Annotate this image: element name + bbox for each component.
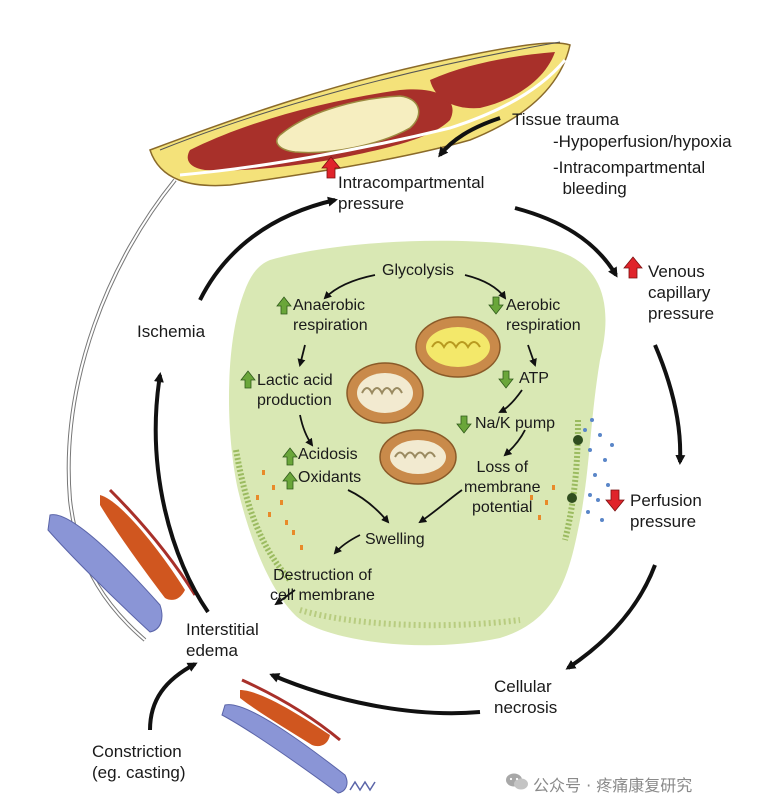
outer-cycle-arrows [148, 116, 686, 731]
hypoperfusion-label: -Hypoperfusion/hypoxia [553, 132, 732, 151]
extracellular-particles [583, 418, 614, 522]
green-up-arrow-lactic [240, 370, 256, 389]
loss-membrane-potential-label: Loss of membrane potential [464, 459, 541, 516]
red-up-arrow-pressure [321, 156, 341, 179]
lactic-acid-label: Lactic acid production [257, 372, 333, 409]
constriction-label: Constriction (eg. casting) [92, 742, 186, 782]
green-down-arrow-pump [456, 415, 472, 434]
red-up-arrow-venous [623, 256, 643, 279]
vessel-muscle-left [47, 488, 197, 633]
acidosis-label: Acidosis [298, 446, 358, 463]
cell-membrane-left [233, 449, 293, 583]
glycolysis-label: Glycolysis [382, 262, 455, 279]
na-k-pump-label: Na/K pump [475, 415, 556, 432]
red-down-arrow-perfusion [605, 489, 625, 512]
oxidants-label: Oxidants [298, 469, 362, 486]
green-up-arrow-anaerobic [276, 296, 292, 315]
green-down-arrow-aerobic [488, 296, 504, 315]
atp-label: ATP [519, 370, 549, 387]
venous-capillary-pressure-label: Venous capillary pressure [648, 262, 715, 323]
watermark-text: 公众号 · 疼痛康复研究 [533, 776, 693, 795]
green-down-arrow-atp [498, 370, 514, 389]
tissue-trauma-label: Tissue trauma [512, 110, 620, 129]
inner-arrows [274, 274, 537, 606]
intracompartmental-bleeding-label: -Intracompartmental bleeding [553, 158, 706, 198]
ion-particles [256, 470, 555, 550]
interstitial-edema-label: Interstitial edema [186, 620, 259, 660]
perfusion-pressure-label: Perfusion pressure [630, 491, 702, 531]
vessel-muscle-bottom [221, 678, 376, 794]
destruction-cell-membrane-label: Destruction of cell membrane [270, 567, 375, 604]
cell-membrane-right [562, 419, 581, 541]
cellular-necrosis-label: Cellular necrosis [494, 677, 558, 717]
intracompartmental-pressure-label: Intracompartmental pressure [338, 173, 485, 213]
mitochondrion-2 [346, 362, 424, 424]
aerobic-respiration-label: Aerobic respiration [506, 297, 581, 334]
ischemia-label: Ischemia [137, 322, 206, 341]
green-up-arrow-acidosis [282, 447, 298, 466]
anaerobic-respiration-label: Anaerobic respiration [293, 297, 368, 334]
green-up-arrow-oxidants [282, 471, 298, 490]
mitochondrion-1 [415, 316, 501, 378]
swelling-label: Swelling [365, 531, 425, 548]
mitochondrion-3 [379, 429, 457, 485]
wechat-icon [506, 773, 528, 790]
tissue-cross-section [149, 41, 571, 187]
